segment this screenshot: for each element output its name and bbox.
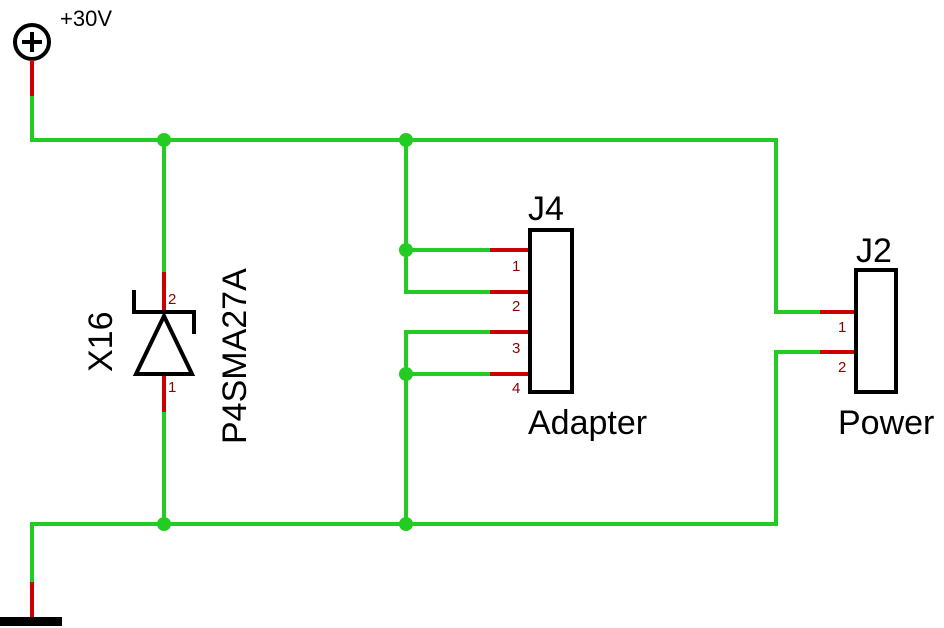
tvs-pin-number-top: 2 [168, 291, 176, 308]
j2-refdes: J2 [856, 232, 892, 270]
j2-body [854, 268, 898, 394]
connector-j2: 1 2 J2 Power [820, 232, 934, 442]
junction-dot [157, 517, 171, 531]
j2-value: Power [838, 404, 934, 442]
j2-pin-number: 1 [838, 319, 846, 336]
bidirectional-tvs-diode-icon [132, 290, 196, 376]
junction-dot [157, 133, 171, 147]
ground-symbol [0, 580, 62, 626]
j4-body [528, 228, 574, 394]
connector-j4: 1 2 3 4 J4 Adapter [490, 190, 647, 442]
plus-circle-icon [13, 23, 51, 61]
j4-pin-number: 2 [512, 298, 520, 315]
power-symbol: +30V [13, 6, 112, 98]
wires [30, 96, 822, 582]
tvs-pin-number-bottom: 1 [168, 379, 176, 396]
j4-pin-number: 1 [512, 258, 520, 275]
junction-dot [399, 367, 413, 381]
ground-bar-icon [0, 617, 62, 626]
tvs-diode-x16: 2 1 X16 P4SMA27A [82, 268, 254, 444]
junction-dot [399, 517, 413, 531]
j4-refdes: J4 [528, 190, 564, 228]
j4-pin-number: 3 [512, 340, 520, 357]
junction-dot [399, 133, 413, 147]
tvs-refdes: X16 [82, 312, 120, 373]
junctions [157, 133, 413, 531]
j2-pin-number: 2 [838, 359, 846, 376]
j4-pin-number: 4 [512, 380, 520, 397]
power-net-label: +30V [60, 6, 112, 31]
tvs-value: P4SMA27A [216, 268, 254, 444]
junction-dot [399, 243, 413, 257]
j4-value: Adapter [528, 404, 647, 442]
